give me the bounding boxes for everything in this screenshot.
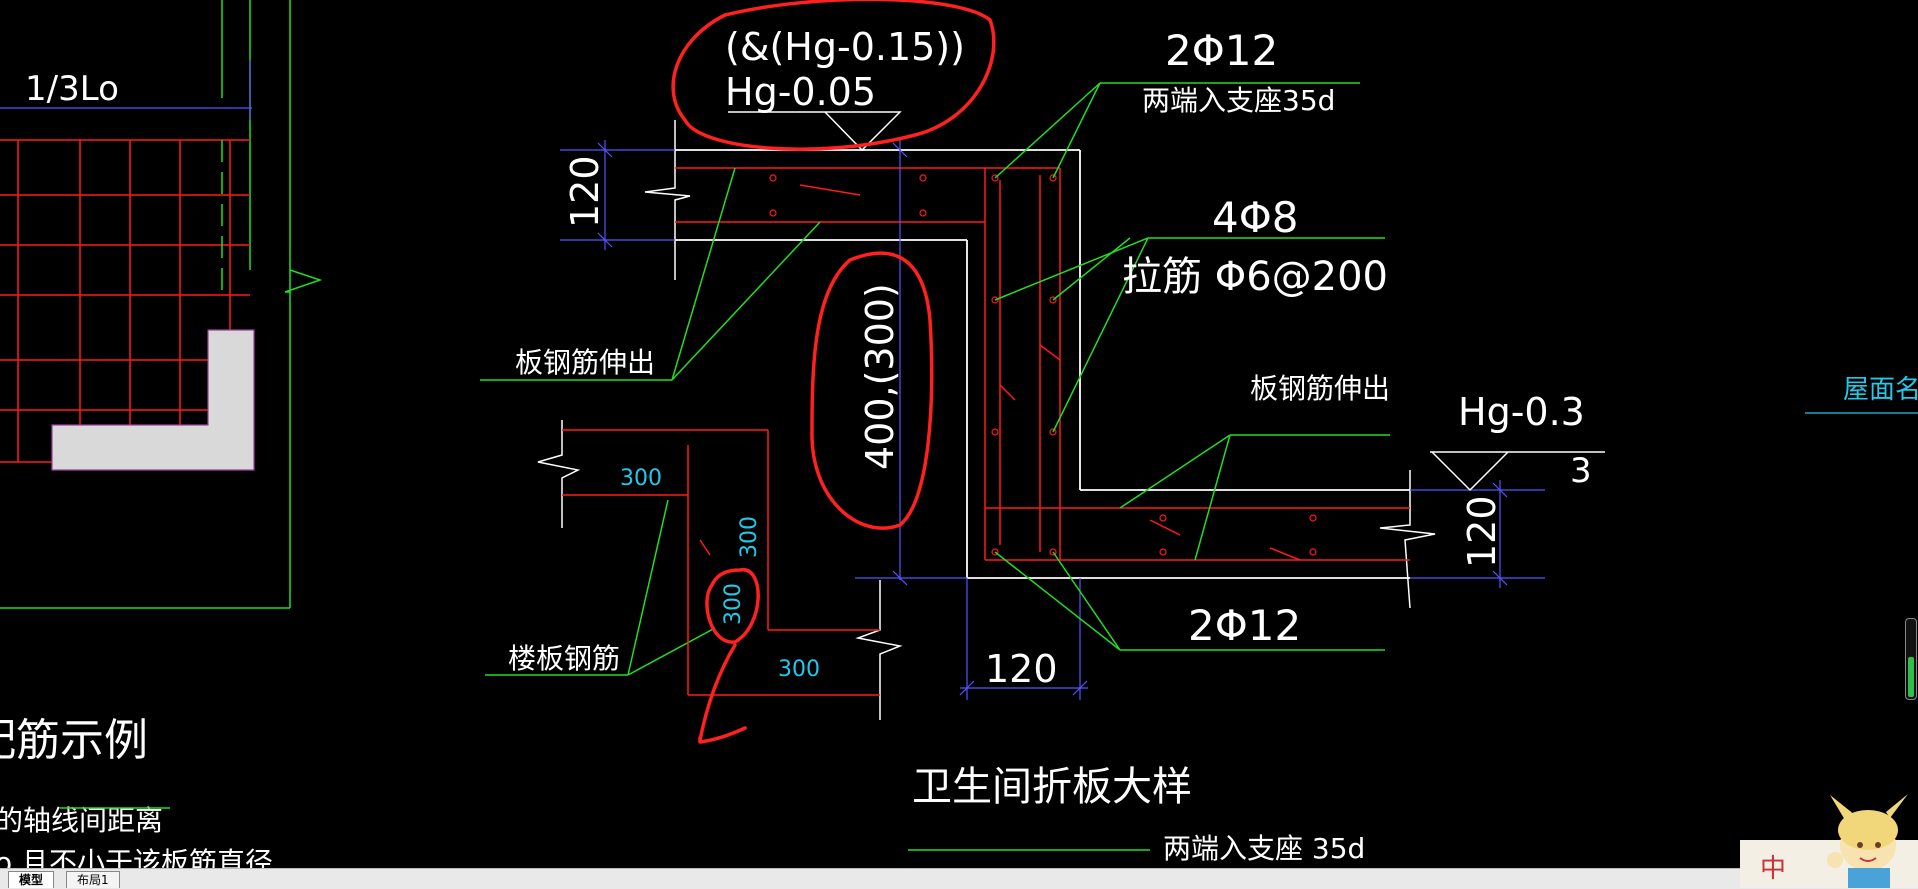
dim-height: 400,(300)	[858, 283, 902, 470]
mascot-icon	[1827, 794, 1908, 888]
floor-slab-step-detail: 300 300 300 300 楼板钢筋	[508, 420, 903, 720]
red-markup-annotations	[671, 0, 996, 744]
right-elevation: Hg-0.3	[1458, 390, 1585, 434]
left-plan: 1/3Lo 配筋示例 的轴线间距离 o 且不小于该板筋直径	[0, 0, 323, 868]
top-bubble-formula: (&(Hg-0.15))	[725, 25, 965, 69]
tab-layout1[interactable]: 布局1	[66, 871, 120, 888]
dim-120-top: 120	[563, 155, 607, 228]
fold-slab-section: (&(Hg-0.15)) Hg-0.05 2Φ12 两端入支座35d 4Φ8 拉…	[480, 25, 1918, 865]
tab-model[interactable]: 模型	[8, 871, 55, 888]
rebar-mid-count: 4Φ8	[1212, 193, 1299, 242]
far-right-partial: 屋面名义	[1843, 375, 1918, 405]
dim-300-d: 300	[778, 657, 820, 682]
top-elevation: Hg-0.05	[725, 70, 876, 114]
rebar-top-count: 2Φ12	[1165, 26, 1278, 75]
left-title-partial: 配筋示例	[0, 715, 148, 766]
dim-300-a: 300	[620, 466, 662, 491]
left-note-1: 的轴线间距离	[0, 804, 163, 837]
rebar-top-note: 两端入支座35d	[1142, 84, 1335, 117]
layout-tab-bar: 模型 布局1	[0, 868, 1918, 889]
cad-drawing-canvas[interactable]: 1/3Lo 配筋示例 的轴线间距离 o 且不小于该板筋直径	[0, 0, 1918, 868]
zoom-level-indicator[interactable]	[1905, 618, 1917, 700]
left-top-label: 1/3Lo	[25, 69, 119, 109]
rebar-bottom-count: 2Φ12	[1188, 601, 1301, 650]
dim-300-b: 300	[737, 516, 762, 558]
slab-rebar-extend-right: 板钢筋伸出	[1250, 372, 1390, 405]
dim-120-bottom: 120	[985, 647, 1058, 691]
dim-120-right: 120	[1460, 495, 1504, 568]
tie-bar: 拉筋 Φ6@200	[1122, 254, 1388, 300]
detail-title: 卫生间折板大样	[912, 764, 1192, 810]
rebar-bottom-note: 两端入支座 35d	[1163, 832, 1365, 865]
floor-slab-rebar: 楼板钢筋	[508, 642, 620, 675]
dim-300-c: 300	[721, 583, 746, 625]
slab-rebar-extend-left: 板钢筋伸出	[515, 346, 655, 379]
left-note-2: o 且不小于该板筋直径	[0, 846, 273, 868]
ime-mode-char[interactable]: 中	[1760, 854, 1787, 884]
right-elevation-suffix: 3	[1570, 451, 1592, 491]
